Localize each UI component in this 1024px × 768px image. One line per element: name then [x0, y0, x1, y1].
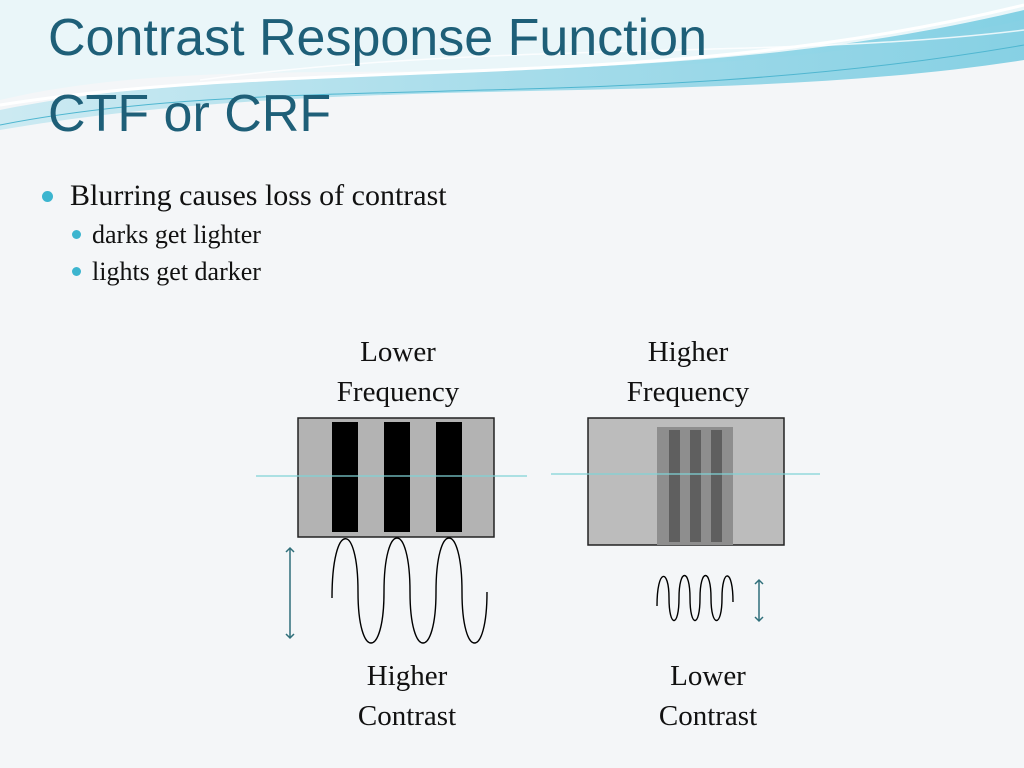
- low-contrast-waveform: [657, 576, 733, 621]
- grating-dark-bar: [384, 422, 410, 532]
- grating-gray-bar: [669, 430, 680, 542]
- grating-gray-bar: [711, 430, 722, 542]
- grating-dark-bar: [436, 422, 462, 532]
- grating-gray-bar: [690, 430, 701, 542]
- high-contrast-waveform: [332, 538, 487, 643]
- grating-dark-bar: [332, 422, 358, 532]
